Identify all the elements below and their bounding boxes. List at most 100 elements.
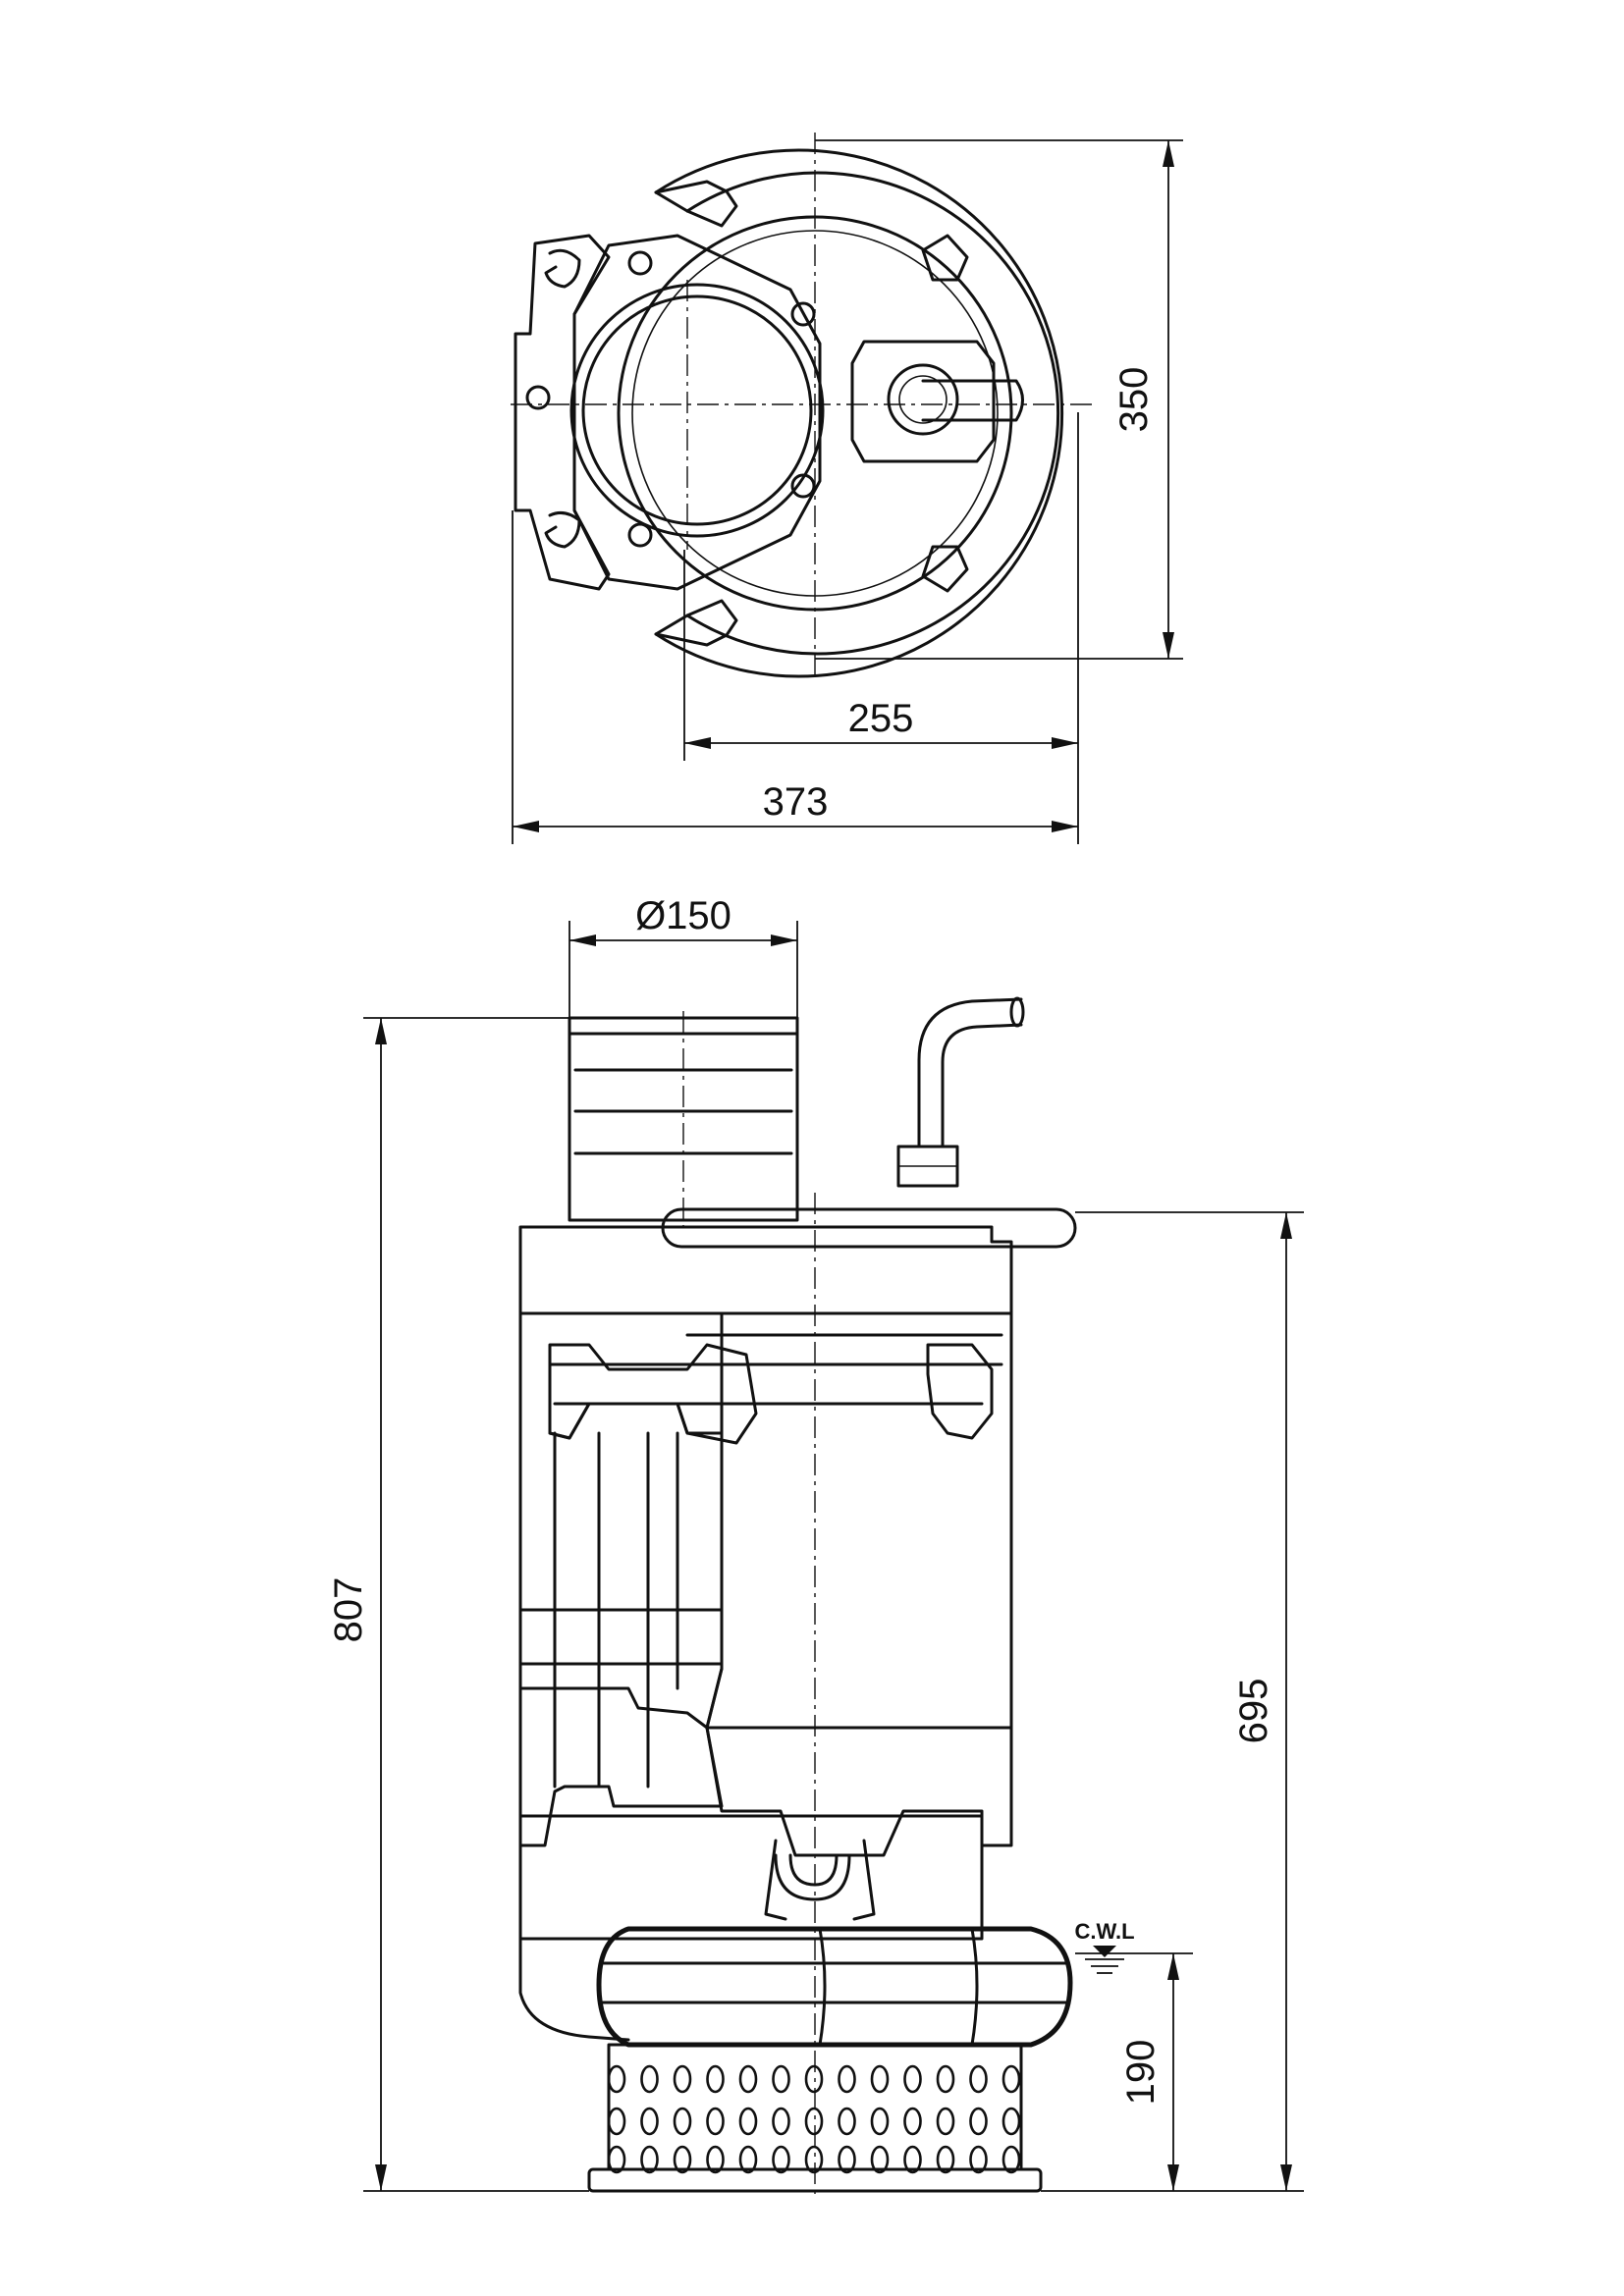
strainer-hole bbox=[936, 2064, 955, 2094]
dim-255-label: 255 bbox=[848, 697, 914, 740]
side-casing-fins bbox=[764, 1839, 876, 1921]
top-discharge-outer bbox=[569, 283, 825, 538]
strainer-hole bbox=[772, 2064, 790, 2094]
dim-255-arrow-left bbox=[684, 737, 711, 749]
top-view: 350 255 373 bbox=[511, 133, 1183, 844]
strainer-hole bbox=[969, 2064, 988, 2094]
dim-373-arrow-left bbox=[513, 821, 539, 832]
side-channel-bend bbox=[518, 1686, 709, 1730]
side-volute-seam-1 bbox=[818, 1927, 827, 2047]
strainer-hole bbox=[1001, 2064, 1021, 2094]
dim-350-label: 350 bbox=[1112, 367, 1156, 433]
dim-373-label: 373 bbox=[763, 780, 829, 824]
side-discharge-channel bbox=[518, 1311, 724, 1847]
top-outer-ring-inner bbox=[685, 171, 1060, 656]
strainer-hole bbox=[640, 2107, 659, 2136]
top-gland-ring-inner bbox=[898, 375, 947, 424]
dim-695-arrow-top bbox=[1280, 1212, 1292, 1239]
dim-807-label: 807 bbox=[327, 1577, 370, 1643]
top-cable-gland bbox=[850, 340, 996, 463]
top-gland-ring bbox=[887, 363, 959, 436]
dim-o150-arrow-right bbox=[771, 934, 797, 946]
side-pump-casing-curve bbox=[518, 1937, 630, 2042]
strainer-hole bbox=[804, 2145, 824, 2174]
strainer-hole bbox=[738, 2064, 758, 2094]
strainer-hole bbox=[706, 2145, 725, 2174]
top-outer-ring bbox=[654, 148, 1064, 678]
strainer-hole bbox=[870, 2107, 890, 2136]
side-motor-right-lug bbox=[926, 1343, 994, 1440]
top-cable bbox=[921, 379, 1024, 422]
side-volute-seam-2 bbox=[970, 1927, 979, 2047]
cwl-water-level-icon bbox=[1085, 1946, 1124, 1974]
dim-255-arrow-right bbox=[1052, 737, 1078, 749]
side-shaft-housing bbox=[774, 1853, 851, 1901]
strainer-hole bbox=[673, 2107, 692, 2136]
dim-350-arrow-bottom bbox=[1163, 632, 1174, 659]
dim-807-arrow-top bbox=[375, 1018, 387, 1044]
dim-350-arrow-top bbox=[1163, 140, 1174, 167]
strainer-hole bbox=[804, 2064, 824, 2094]
strainer-hole bbox=[706, 2064, 725, 2094]
strainer-hole bbox=[607, 2145, 626, 2174]
dim-o150-arrow-left bbox=[569, 934, 596, 946]
strainer-hole bbox=[673, 2064, 692, 2094]
strainer-hole bbox=[706, 2107, 725, 2136]
strainer-hole bbox=[1001, 2107, 1021, 2136]
dim-190-label: 190 bbox=[1119, 2040, 1163, 2106]
strainer-hole bbox=[738, 2107, 758, 2136]
dim-373-arrow-right bbox=[1052, 821, 1078, 832]
top-bolt-hole-1 bbox=[627, 250, 653, 276]
strainer-hole bbox=[838, 2064, 856, 2094]
strainer-hole bbox=[804, 2107, 824, 2136]
top-discharge-inner bbox=[581, 294, 813, 526]
strainer-holes bbox=[607, 2064, 1021, 2174]
strainer-hole bbox=[936, 2145, 955, 2174]
strainer-hole bbox=[772, 2107, 790, 2136]
top-bolt-hole-4 bbox=[627, 522, 653, 548]
strainer-hole bbox=[738, 2145, 758, 2174]
dim-190-arrow-top bbox=[1167, 1953, 1179, 1980]
strainer-hole bbox=[1001, 2145, 1021, 2174]
strainer-hole bbox=[969, 2145, 988, 2174]
top-lug-sw bbox=[921, 545, 969, 593]
top-lug-nw bbox=[921, 234, 969, 282]
cwl-level-marker bbox=[1093, 1946, 1116, 1957]
top-bracket bbox=[514, 234, 611, 591]
top-bolt-hole-3 bbox=[790, 473, 816, 499]
strainer-hole bbox=[640, 2145, 659, 2174]
side-top-cover bbox=[518, 1225, 1013, 1315]
side-carry-handle bbox=[661, 1207, 1077, 1249]
dim-190-arrow-bottom bbox=[1167, 2164, 1179, 2191]
strainer-hole bbox=[903, 2145, 922, 2174]
side-volute bbox=[596, 1926, 1073, 2048]
side-pump-casing bbox=[518, 1814, 984, 1941]
side-view: C.W.L Ø150 807 695 190 bbox=[327, 894, 1304, 2199]
strainer-hole bbox=[870, 2064, 890, 2094]
strainer-hole bbox=[903, 2064, 922, 2094]
strainer-hole bbox=[838, 2107, 856, 2136]
strainer-hole bbox=[870, 2145, 890, 2174]
dim-807-arrow-bottom bbox=[375, 2164, 387, 2191]
top-hook-lower-icon bbox=[544, 510, 581, 549]
side-cable-hose bbox=[917, 997, 1023, 1148]
dim-695-label: 695 bbox=[1232, 1679, 1275, 1744]
side-motor-flange-lugs bbox=[548, 1343, 758, 1445]
strainer-hole bbox=[969, 2107, 988, 2136]
strainer-hole bbox=[640, 2064, 659, 2094]
top-hook-upper-icon bbox=[544, 248, 581, 289]
strainer-hole bbox=[772, 2145, 790, 2174]
strainer-hole bbox=[673, 2145, 692, 2174]
strainer-hole bbox=[607, 2107, 626, 2136]
strainer-hole bbox=[903, 2107, 922, 2136]
strainer-hole bbox=[838, 2145, 856, 2174]
top-bolt-hole-5 bbox=[525, 385, 551, 410]
strainer-hole bbox=[936, 2107, 955, 2136]
top-ring-clip-lower bbox=[654, 599, 738, 647]
dim-o150-label: Ø150 bbox=[635, 894, 731, 937]
dim-695-arrow-bottom bbox=[1280, 2164, 1292, 2191]
side-cable-hose-end bbox=[1009, 996, 1025, 1028]
top-ring-clip-upper bbox=[654, 180, 738, 228]
cwl-label: C.W.L bbox=[1074, 1919, 1134, 1944]
